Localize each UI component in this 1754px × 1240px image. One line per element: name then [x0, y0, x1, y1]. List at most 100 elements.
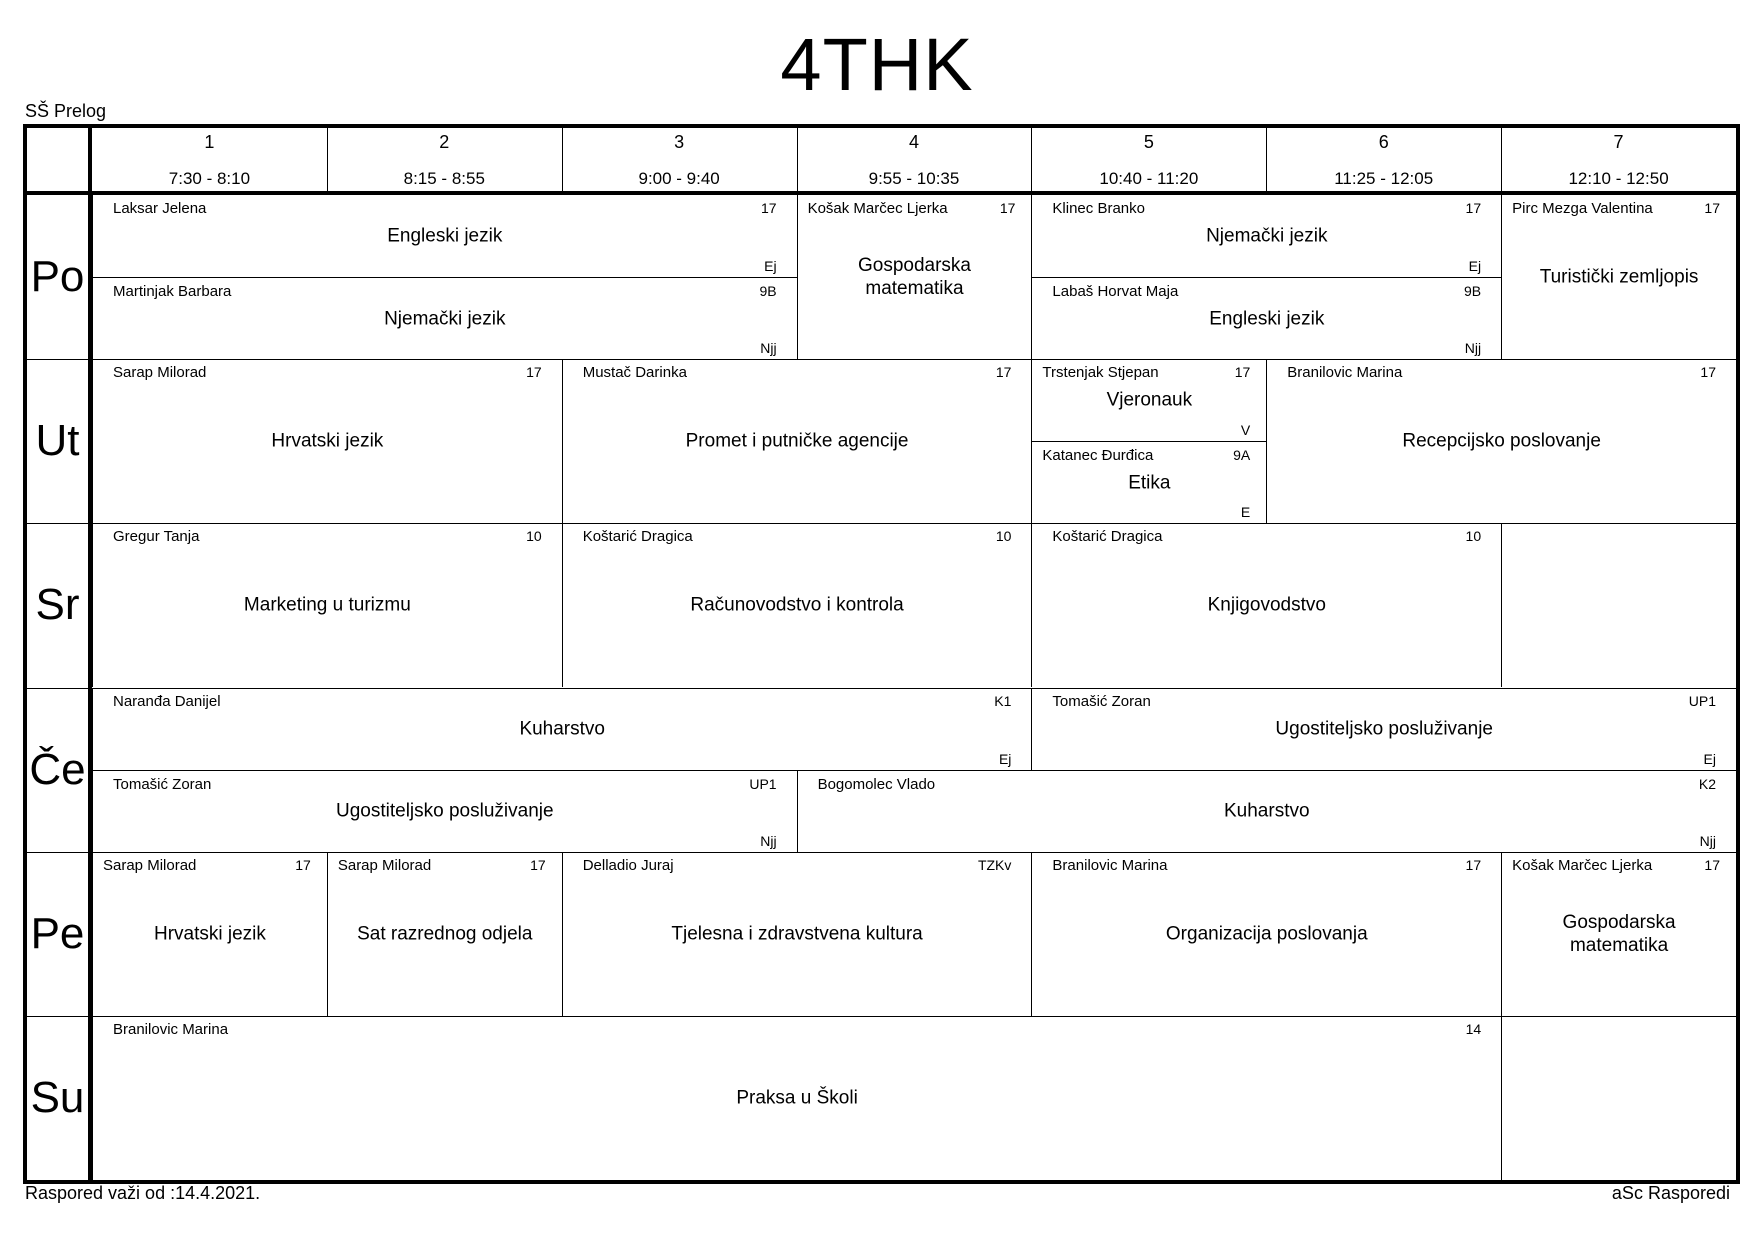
- school-name: SŠ Prelog: [25, 101, 107, 121]
- room-label: 17: [999, 200, 1016, 216]
- room-label: 10: [526, 528, 542, 545]
- subject-name: Etika: [1128, 472, 1171, 494]
- room-label: 17: [1465, 856, 1482, 873]
- group-label: Ej: [764, 258, 777, 275]
- teacher-name: Sarap Milorad: [113, 364, 207, 382]
- room-label: 9B: [1464, 283, 1482, 300]
- group-label: Njj: [760, 340, 777, 357]
- subject-name: Kuharstvo: [519, 718, 605, 740]
- period-number: 4: [908, 132, 919, 152]
- subject-name: Gospodarska matematika: [857, 255, 971, 300]
- day-row-divider: [27, 359, 1736, 361]
- day-label: Ut: [35, 416, 80, 466]
- day-row-divider: [27, 1015, 1736, 1017]
- period-time: 12:10 - 12:50: [1568, 169, 1669, 188]
- page-title: 4THK: [780, 23, 974, 106]
- subject-name: Recepcijsko poslovanje: [1402, 430, 1601, 452]
- room-label: 17: [1234, 364, 1251, 381]
- period-time: 9:00 - 9:40: [638, 169, 720, 188]
- group-label: Ej: [1703, 750, 1716, 767]
- lesson-cell: [1501, 1015, 1736, 1180]
- room-label: 17: [526, 364, 542, 381]
- group-label: V: [1240, 422, 1251, 439]
- subject-name: Ugostiteljsko posluživanje: [336, 800, 554, 822]
- header-column-divider: [561, 128, 563, 191]
- header-column-divider: [1266, 128, 1268, 191]
- subject-name: Gospodarska matematika: [1562, 911, 1676, 956]
- day-column-divider: [88, 128, 92, 1180]
- valid-from-note: Raspored važi od :14.4.2021.: [25, 1183, 261, 1203]
- teacher-name: Pirc Mezga Valentina: [1512, 200, 1653, 217]
- subject-name: Hrvatski jezik: [271, 430, 384, 452]
- period-time: 7:30 - 8:10: [168, 169, 251, 188]
- header-column-divider: [1031, 128, 1033, 191]
- period-number: 7: [1613, 132, 1624, 152]
- room-label: 17: [1704, 856, 1720, 873]
- teacher-name: Koštarić Dragica: [1052, 528, 1163, 546]
- teacher-name: Martinjak Barbara: [113, 283, 232, 301]
- teacher-name: Bogomolec Vlado: [817, 775, 936, 793]
- header-column-divider: [1501, 128, 1503, 191]
- group-label: Ej: [1468, 258, 1482, 275]
- subject-name: Knjigovodstvo: [1207, 594, 1326, 616]
- teacher-name: Klinec Branko: [1052, 200, 1145, 217]
- day-label: Pe: [30, 908, 85, 958]
- teacher-name: Sarap Milorad: [103, 856, 197, 874]
- period-time: 9:55 - 10:35: [868, 169, 960, 188]
- room-label: K2: [1698, 775, 1716, 792]
- teacher-name: Sarap Milorad: [337, 856, 432, 874]
- subject-name: Računovodstvo i kontrola: [690, 594, 904, 616]
- teacher-name: Branilovic Marina: [1052, 856, 1168, 874]
- teacher-name: Branilovic Marina: [113, 1020, 229, 1038]
- lesson-cell: [1501, 523, 1736, 688]
- subject-name: Sat razrednog odjela: [357, 923, 533, 945]
- subject-name: Hrvatski jezik: [153, 923, 266, 945]
- subject-name: Engleski jezik: [1209, 308, 1325, 330]
- subject-name: Vjeronauk: [1106, 389, 1193, 411]
- teacher-name: Delladio Juraj: [582, 856, 674, 874]
- day-row-divider: [27, 523, 1736, 525]
- room-label: 17: [1465, 200, 1482, 216]
- group-label: Ej: [998, 750, 1012, 767]
- room-label: 17: [1700, 364, 1716, 381]
- room-label: 17: [295, 856, 311, 873]
- period-number: 2: [439, 132, 450, 152]
- subject-name: Kuharstvo: [1224, 800, 1310, 822]
- room-label: TZKv: [977, 856, 1012, 873]
- teacher-name: Mustač Darinka: [582, 364, 687, 382]
- subject-name: Njemački jezik: [384, 308, 506, 330]
- subject-name: Tjelesna i zdravstvena kultura: [671, 923, 923, 945]
- teacher-name: Labaš Horvat Maja: [1052, 283, 1179, 301]
- period-number: 5: [1143, 132, 1154, 152]
- room-label: 17: [995, 364, 1012, 381]
- teacher-name: Tomašić Zoran: [113, 775, 212, 793]
- day-row-divider: [27, 687, 1736, 689]
- group-label: E: [1240, 504, 1251, 521]
- teacher-name: Naranđa Danijel: [113, 692, 221, 710]
- subject-name: Promet i putničke agencije: [685, 430, 909, 452]
- header-column-divider: [326, 128, 328, 191]
- brand-label: aSc Rasporedi: [1611, 1183, 1730, 1203]
- teacher-name: Košak Marčec Ljerka: [807, 200, 948, 217]
- subject-name: Njemački jezik: [1206, 225, 1328, 247]
